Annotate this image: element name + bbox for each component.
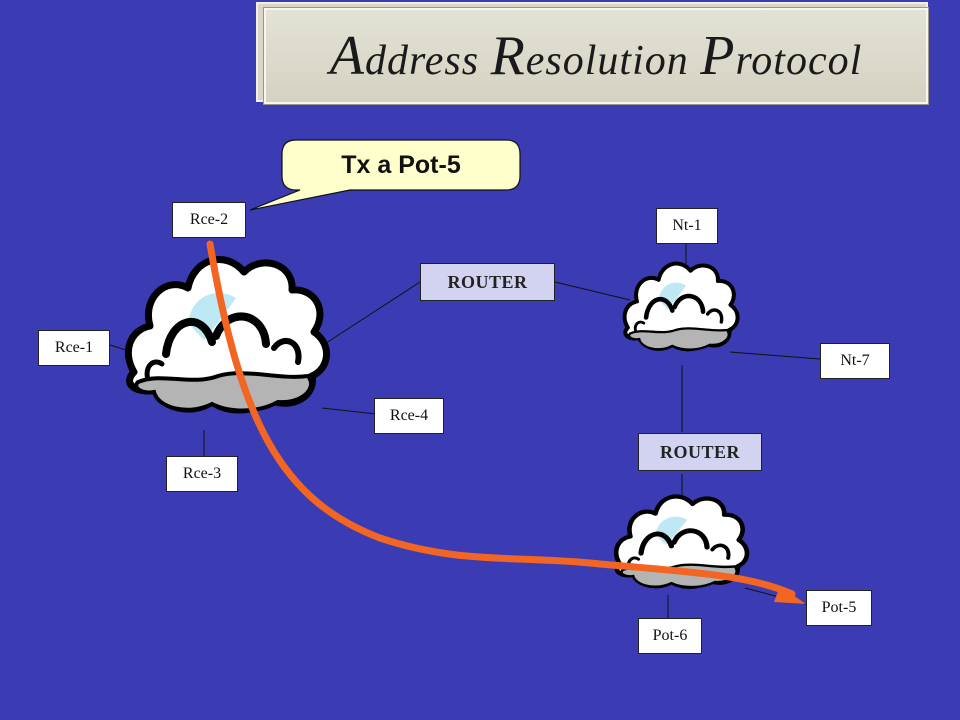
page-title: Address Resolution Protocol [329, 25, 863, 87]
callout-bubble [249, 139, 521, 211]
node-rce-1: Rce-1 [38, 330, 110, 366]
node-nt-7: Nt-7 [820, 343, 890, 379]
router-bottom: ROUTER [638, 433, 762, 471]
transmission-path [206, 240, 796, 598]
network-cloud-top-right [625, 264, 738, 350]
node-rce-2: Rce-2 [172, 202, 246, 238]
transmission-arrowhead [774, 586, 806, 604]
node-pot-5: Pot-5 [806, 590, 872, 626]
node-pot-6: Pot-6 [638, 618, 702, 654]
node-rce-3: Rce-3 [166, 456, 238, 492]
node-nt-1: Nt-1 [656, 208, 718, 244]
node-rce-4: Rce-4 [374, 398, 444, 434]
router-top: ROUTER [420, 263, 555, 301]
callout-text: Tx a Pot-5 [341, 150, 461, 179]
title-banner: Address Resolution Protocol [264, 8, 928, 104]
